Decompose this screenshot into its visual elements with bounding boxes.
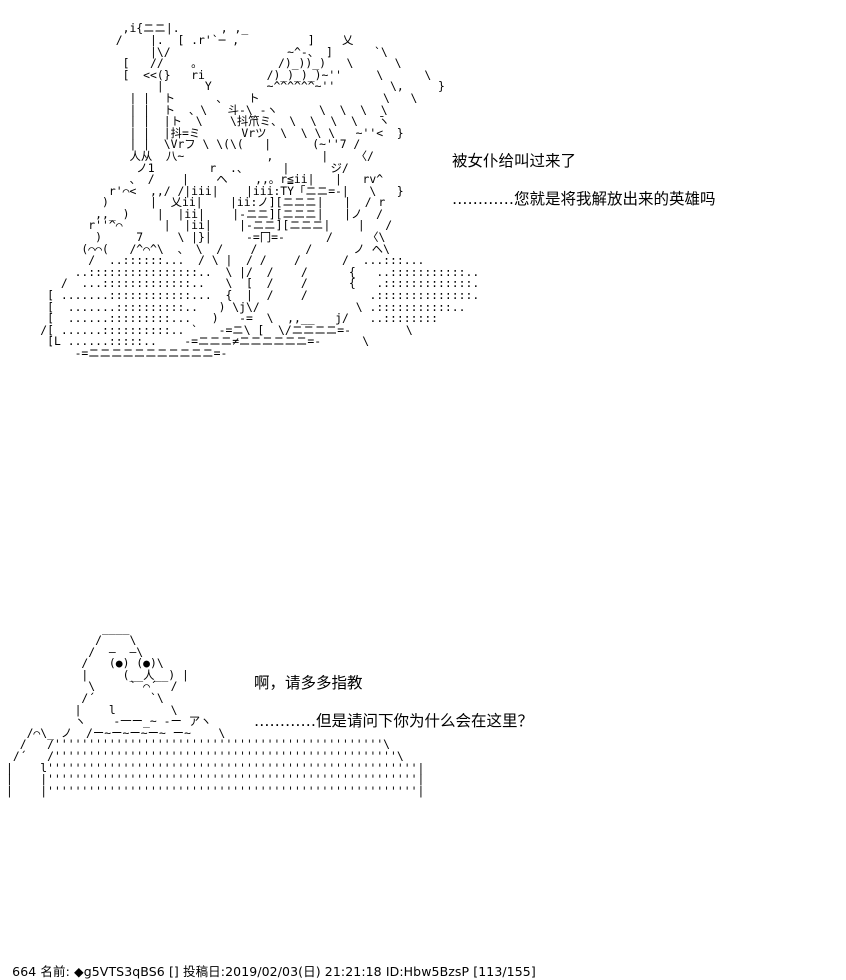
post-date-label: 投稿日: (182, 964, 226, 979)
post-mail-bracket: [] (168, 964, 179, 979)
post-footer: 664 名前: ◆g5VTS3qBS6 [] 投稿日:2019/02/03(日)… (4, 946, 536, 980)
post-time: 21:21:18 (324, 964, 382, 979)
post-index-counter: [113/155] (473, 964, 536, 979)
post-date: 2019/02/03(日) (225, 964, 321, 979)
page-top-edge (0, 0, 846, 1)
post-id[interactable]: Hbw5BzsP (403, 964, 470, 979)
ascii-art-yaruo-figure: ____ / \ / ― ―\ / (●) (●)\ | (__人__) | \… (6, 621, 425, 798)
dialogue-maid: 被女仆给叫过来了 …………您就是将我解放出来的英雄吗 (452, 152, 716, 208)
ascii-art-maid-figure: ,i{ニニ|. , ,_ / |. [ .r'`─ , ] 乂 |\/ ~^-、… (40, 21, 480, 361)
dialogue-yaruo-line-1: 啊，请多多指教 (254, 674, 363, 692)
post-id-label: ID: (385, 964, 404, 979)
dialogue-maid-line-2: …………您就是将我解放出来的英雄吗 (452, 189, 716, 208)
dialogue-yaruo: 啊，请多多指教 …………但是请问下你为什么会在这里？ (254, 674, 534, 730)
post-tripcode[interactable]: ◆g5VTS3qBS6 (74, 964, 165, 979)
dialogue-maid-line-1: 被女仆给叫过来了 (452, 152, 577, 170)
dialogue-yaruo-line-2: …………但是请问下你为什么会在这里？ (254, 711, 534, 730)
post-name-label: 名前: (40, 964, 70, 979)
post-number: 664 (12, 964, 37, 979)
